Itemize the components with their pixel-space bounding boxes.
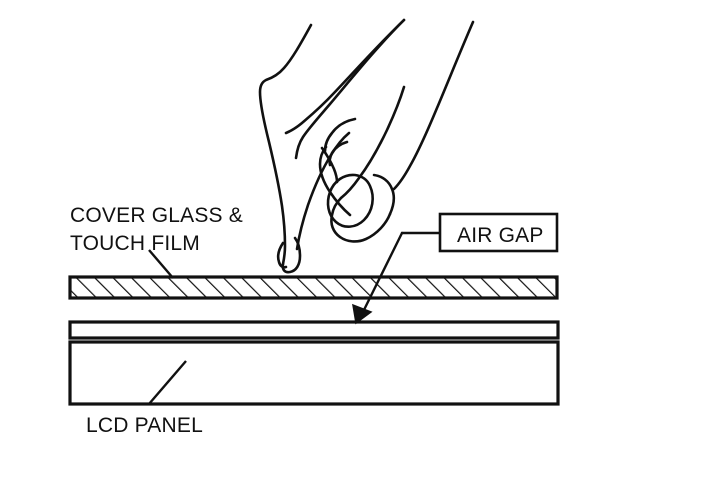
air-gap-box-outline — [438, 212, 559, 253]
hand-left-silhouette — [258, 23, 313, 266]
air-gap-label: AIR GAP — [457, 224, 544, 247]
back-of-hand-edge — [392, 20, 475, 191]
index-finger-back-edge — [284, 18, 406, 135]
index-finger-inner-edge — [295, 131, 351, 251]
thumb-outer-edge — [339, 85, 406, 200]
lcd-panel-label-group: LCD PANEL — [86, 360, 203, 437]
cover-glass-label-line-1: COVER GLASS & — [70, 204, 243, 227]
air-gap-label-box: AIR GAP — [438, 212, 559, 253]
thumb-tip — [338, 212, 392, 243]
knuckle-arc-upper — [323, 117, 357, 153]
lcd-panel-body — [68, 340, 560, 406]
knuckle-arc-lower — [328, 140, 349, 167]
cover-glass-touch-film-layer — [68, 275, 559, 300]
cover-glass-hatched-bar — [68, 275, 559, 300]
cover-glass-label-group: COVER GLASS & TOUCH FILM — [70, 204, 243, 279]
thumb-right-edge — [372, 173, 396, 216]
fingertip-nail-curl — [276, 241, 288, 269]
air-gap-leader-diagonal — [358, 231, 404, 320]
lcd-panel-leader-line — [148, 360, 187, 405]
cover-glass-leader-line — [148, 249, 174, 279]
lcd-panel-top-strip — [68, 320, 560, 340]
pointing-hand — [258, 18, 475, 274]
folded-finger-outline — [318, 145, 352, 217]
air-gap-leader — [358, 231, 442, 320]
thumbnail — [326, 173, 374, 228]
cover-glass-label-line-2: TOUCH FILM — [70, 232, 200, 255]
air-gap-arrowhead — [352, 303, 373, 325]
lcd-panel-layer — [68, 320, 560, 406]
index-finger-outer-edge — [294, 18, 406, 160]
lcd-panel-label: LCD PANEL — [86, 414, 203, 437]
folded-finger-crease — [320, 146, 339, 184]
